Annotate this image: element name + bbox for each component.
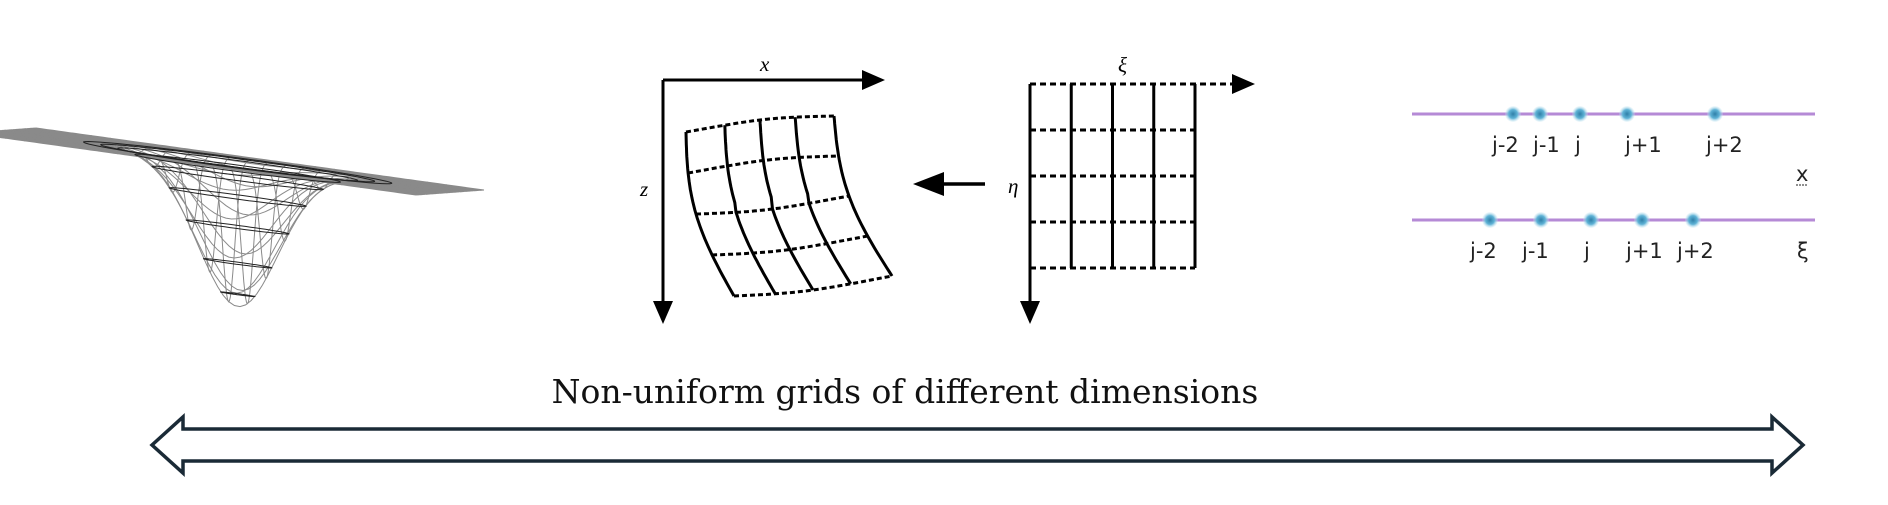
physical-node-label: j+2: [1705, 133, 1743, 157]
mesh-line-u: [173, 155, 242, 273]
curvilinear-row-line: [733, 274, 893, 298]
double-arrow-outline: [149, 413, 1806, 477]
well-contour: [203, 258, 273, 269]
physical-node-label: j+1: [1624, 133, 1662, 157]
surface-mesh-3d: [0, 127, 485, 308]
computational-node-label: j+2: [1676, 239, 1714, 263]
z-axis-arrowhead: [653, 301, 673, 324]
computational-node-label: j-2: [1469, 239, 1497, 263]
physical-domain: x z: [639, 52, 894, 324]
curvilinear-column-line: [684, 131, 736, 297]
mesh-line-u: [378, 184, 447, 191]
curvilinear-grid: [684, 114, 894, 298]
mesh-line-u: [415, 189, 485, 196]
physical-node: [1572, 106, 1588, 122]
one-dimensional-grids: j-2 j-1 j j+1 j+2 j-2 j-1 j j+1 j+2 x ξ: [1412, 106, 1815, 263]
well-contour: [83, 140, 393, 185]
physical-axis-label: x: [1796, 162, 1808, 186]
x-axis-arrowhead: [862, 70, 885, 90]
computational-node: [1685, 212, 1701, 228]
computational-node: [1533, 212, 1549, 228]
mesh-line-v: [0, 130, 448, 259]
mapping-arrow: [913, 172, 985, 196]
physical-node: [1505, 106, 1521, 122]
computational-node: [1482, 212, 1498, 228]
physical-node-label: j-1: [1532, 133, 1560, 157]
well-contour: [220, 291, 256, 298]
computational-node: [1583, 212, 1599, 228]
computational-grid: [1030, 84, 1197, 270]
computational-node-label: j+1: [1625, 239, 1663, 263]
curvilinear-column-line: [758, 119, 815, 291]
x-axis-label: x: [759, 52, 770, 76]
computational-node: [1634, 212, 1650, 228]
mesh-line-v: [0, 136, 419, 196]
physical-node: [1532, 106, 1548, 122]
computational-domain: ξ η: [1008, 53, 1255, 324]
xi-axis-arrowhead: [1232, 74, 1255, 94]
eta-axis-label: η: [1008, 174, 1018, 198]
xi-axis-label: ξ: [1118, 53, 1127, 77]
physical-1d-nodes: j-2 j-1 j j+1 j+2: [1491, 106, 1743, 157]
physical-node: [1619, 106, 1635, 122]
mesh-line-v: [7, 129, 456, 292]
figure-caption: Non-uniform grids of different dimension…: [551, 372, 1259, 411]
physical-node-label: j: [1574, 133, 1581, 157]
mesh-line-v: [0, 136, 417, 196]
double-headed-arrow: [149, 413, 1806, 477]
mesh-line-u: [397, 186, 466, 193]
mesh-line-v: [0, 135, 422, 196]
computational-node-label: j-1: [1521, 239, 1549, 263]
well-contour: [185, 219, 290, 235]
z-axis-label: z: [639, 177, 648, 201]
well-contour: [134, 153, 341, 183]
mesh-line-u: [359, 181, 428, 188]
curvilinear-column-line: [832, 115, 894, 277]
well-contour: [168, 187, 307, 207]
physical-node-label: j-2: [1491, 133, 1519, 157]
computational-axis-label: ξ: [1797, 239, 1809, 263]
curvilinear-row-line: [712, 234, 868, 257]
curvilinear-column-line: [723, 125, 777, 295]
computational-node-label: j: [1583, 239, 1590, 263]
mesh-line-v: [18, 128, 468, 192]
well-contour: [117, 147, 359, 182]
computational-1d-nodes: j-2 j-1 j j+1 j+2: [1469, 212, 1714, 263]
physical-node: [1707, 106, 1723, 122]
well-contour: [151, 165, 324, 191]
curvilinear-column-line: [793, 117, 852, 285]
mapping-arrowhead: [913, 172, 944, 196]
eta-axis-arrowhead: [1020, 301, 1040, 324]
